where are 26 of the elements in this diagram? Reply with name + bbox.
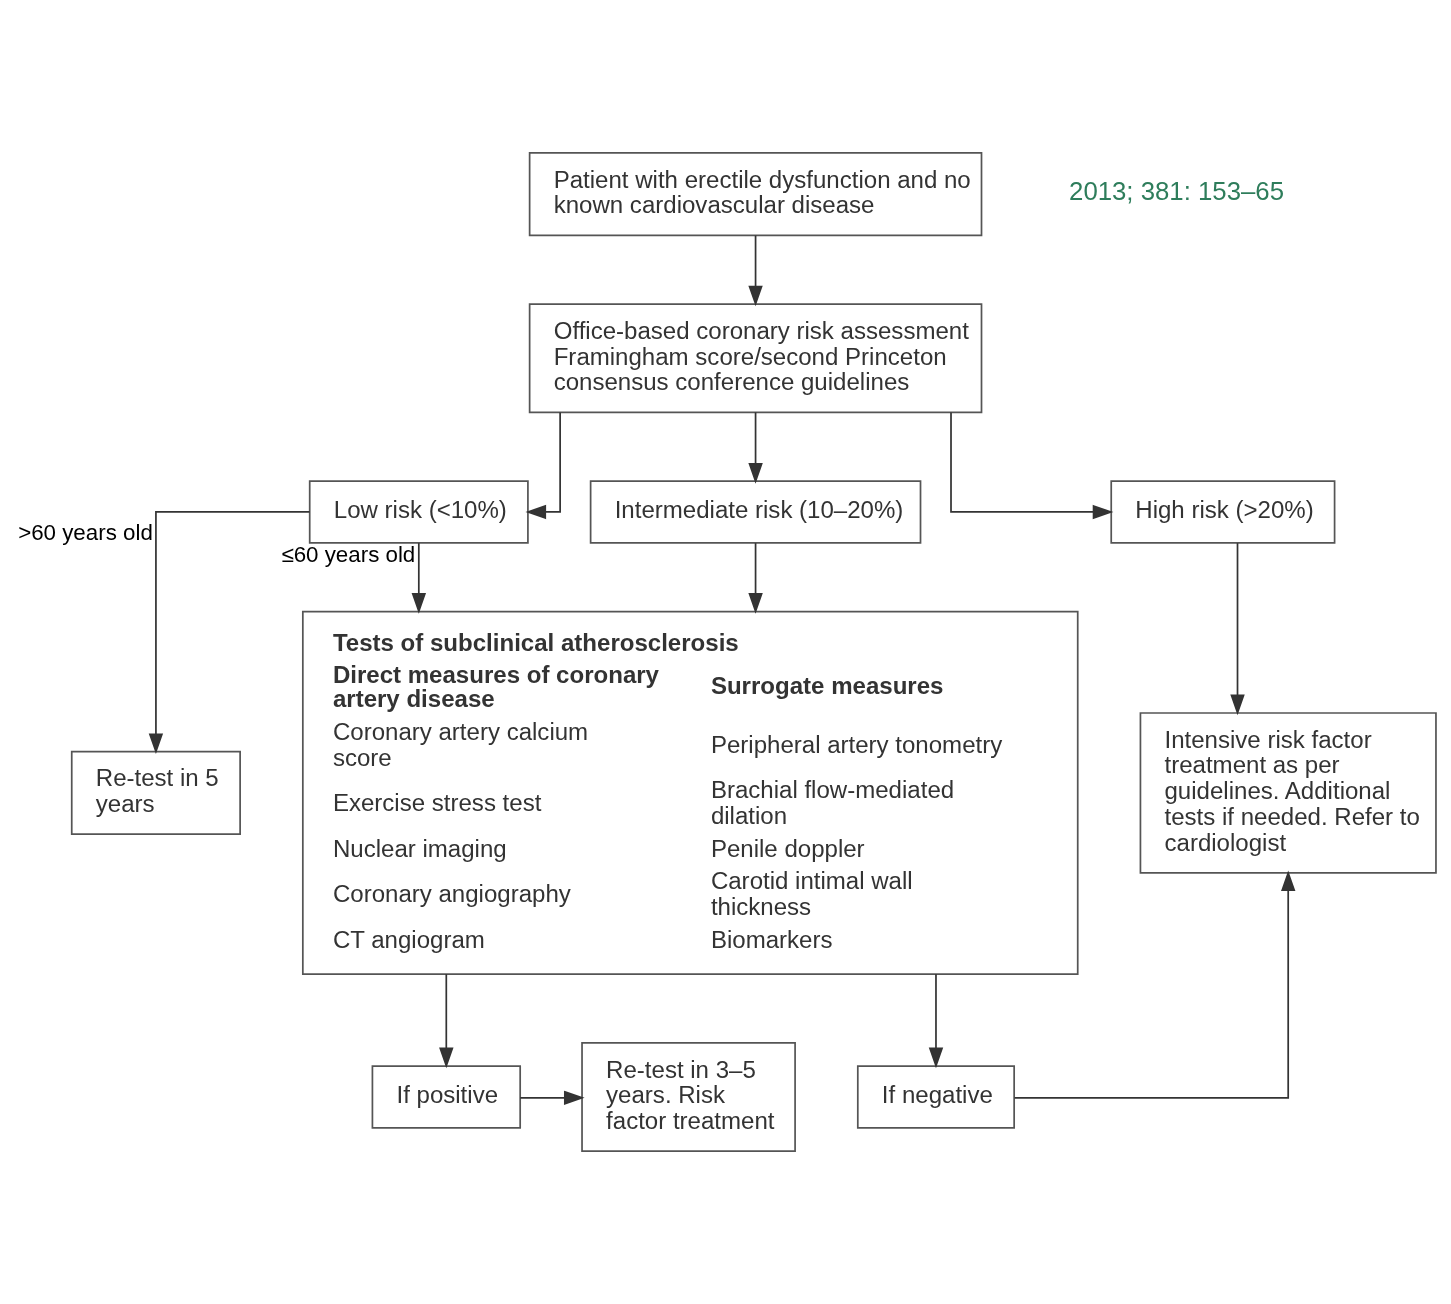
node-box: Intensive risk factor treatment as per guidelines. Additional tests if needed. Refer to cardiologist — [1139, 712, 1437, 874]
node-box: Office-based coronary risk assessment Framingham score/second Princeton consensus conference guidelines — [528, 303, 983, 414]
arrow — [748, 234, 763, 307]
node-box: Re-test in 3–5 years. Risk factor treatment — [581, 1042, 796, 1152]
edge-label: ≤60 years old — [281, 542, 416, 568]
arrow — [148, 511, 311, 755]
arrow — [519, 1090, 585, 1106]
arrow — [1013, 870, 1296, 1099]
node-box: Low risk (<10%) — [308, 480, 529, 544]
arrow — [748, 411, 763, 484]
node-box: If negative — [856, 1065, 1015, 1129]
arrow — [928, 973, 944, 1069]
arrow — [439, 973, 454, 1069]
arrow — [950, 411, 1114, 520]
arrow — [748, 542, 763, 614]
edge-label: >60 years old — [18, 520, 153, 546]
node-box: High risk (>20%) — [1110, 480, 1336, 544]
arrow — [525, 411, 561, 520]
node-box: Patient with erectile dysfunction and no known cardiovascular disease — [528, 152, 983, 237]
arrow — [1230, 542, 1245, 716]
label: 2013; 381: 153–65 — [1069, 177, 1284, 206]
node-box: If positive — [371, 1065, 522, 1129]
arrow — [411, 542, 427, 614]
node-box: Tests of subclinical atherosclerosis Direct measures of coronary artery disease Surrogate measures Coronary artery calcium score Peripheral artery tonometry Exercise stress test Brachial flow-mediated dilation Nuclear imaging Penile doppler Coronary angiography Carotid intimal wall thickness CT angiogram Biomarkers — [301, 610, 1079, 975]
node-box: Intermediate risk (10–20%) — [589, 480, 922, 544]
node-box: Re-test in 5 years — [70, 750, 241, 835]
